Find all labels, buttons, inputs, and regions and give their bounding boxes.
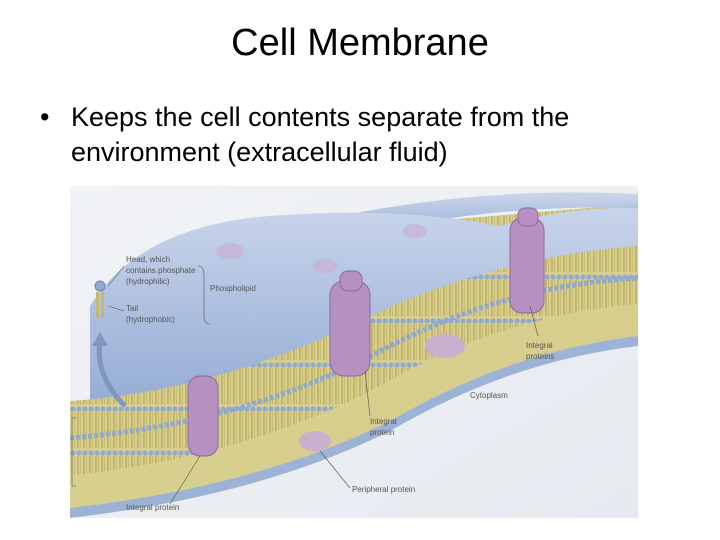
bullet-item: • Keeps the cell contents separate from … <box>40 100 680 170</box>
label-integral-proteins-2: proteins <box>526 352 554 361</box>
bullet-symbol: • <box>40 102 50 132</box>
label-integral-protein-bottom: Integral protein <box>126 503 179 512</box>
membrane-bilayer-lower <box>70 304 638 508</box>
integral-protein-2 <box>509 207 545 314</box>
label-phospholipid: Phospholipid <box>210 284 256 293</box>
slide-title: Cell Membrane <box>231 22 489 64</box>
label-integral-protein-mid-1: Integral <box>370 417 397 426</box>
label-tail-1: Tail <box>126 304 138 313</box>
integral-protein-1 <box>329 270 371 377</box>
phospholipid-inset <box>94 265 211 325</box>
surface-protein-3 <box>403 224 427 238</box>
cell-membrane-diagram: Head, which contains phosphate (hydrophi… <box>70 186 638 518</box>
membrane-bottom-edge <box>70 336 638 518</box>
integral-protein-3 <box>187 375 219 457</box>
bilayer-bracket <box>71 417 76 487</box>
label-tail-2: (hydrophobic) <box>126 315 175 324</box>
label-integral-protein-mid-2: protein <box>370 428 394 437</box>
inset-arrow <box>96 340 127 408</box>
surface-protein-1 <box>216 243 244 259</box>
label-head-3: (hydrophilic) <box>126 277 170 286</box>
label-cytoplasm: Cytoplasm <box>470 391 508 400</box>
label-head-1: Head, which <box>126 255 170 264</box>
bullet-text: Keeps the cell contents separate from th… <box>71 102 570 167</box>
midline-heads <box>70 275 638 441</box>
peripheral-protein-1 <box>425 334 465 358</box>
label-integral-proteins-1: Integral <box>526 341 553 350</box>
inset-arrow-head <box>92 332 108 346</box>
label-peripheral-protein: Peripheral protein <box>352 485 415 494</box>
surface-protein-2 <box>313 259 337 273</box>
peripheral-protein-2 <box>299 431 331 451</box>
label-head-2: contains phosphate <box>126 266 196 275</box>
